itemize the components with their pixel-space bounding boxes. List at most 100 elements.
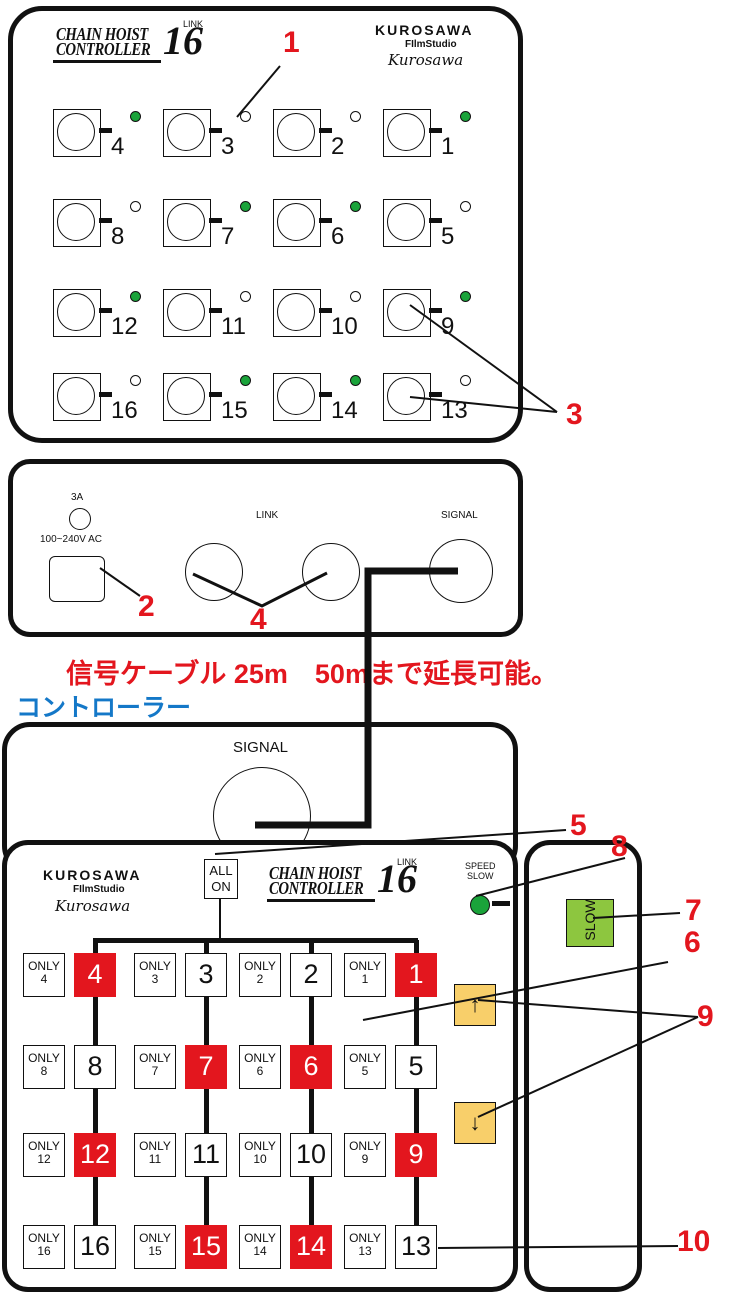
hoist-button-6[interactable] (273, 199, 321, 247)
all-on-line2: ON (211, 879, 231, 894)
callout-5: 5 (570, 809, 587, 842)
hoist-button-7[interactable] (383, 199, 431, 247)
hoist-button-0[interactable] (53, 109, 101, 157)
hoist-button-15[interactable] (383, 373, 431, 421)
only-word: ONLY (244, 1231, 276, 1245)
channel-button-4[interactable]: 4 (74, 953, 116, 997)
leader-7 (592, 912, 681, 919)
only-number: 8 (40, 1064, 48, 1078)
only-word: ONLY (349, 959, 381, 973)
hoist-channel-number: 16 (111, 397, 138, 424)
channel-button-10[interactable]: 10 (290, 1133, 332, 1177)
hoist-button-14[interactable] (273, 373, 321, 421)
hoist-button-stem (99, 128, 112, 133)
hoist-led-10 (350, 291, 361, 302)
power-inlet (49, 556, 105, 602)
channel-button-9[interactable]: 9 (395, 1133, 437, 1177)
all-on-line1: ALL (209, 863, 233, 878)
only-word: ONLY (139, 1139, 171, 1153)
hoist-button-3[interactable] (383, 109, 431, 157)
hoist-button-9[interactable] (163, 289, 211, 337)
channel-button-2[interactable]: 2 (290, 953, 332, 997)
leader-9a (477, 999, 699, 1018)
cable-length-text: 信号ケーブル 25m 50mまで延長可能。 (66, 659, 558, 689)
channel-button-3[interactable]: 3 (185, 953, 227, 997)
hoist-button-4[interactable] (53, 199, 101, 247)
hoist-led-2 (350, 111, 361, 122)
channel-button-12[interactable]: 12 (74, 1133, 116, 1177)
hoist-led-11 (460, 291, 471, 302)
channel-button-8[interactable]: 8 (74, 1045, 116, 1089)
up-button[interactable]: ↑ (454, 984, 496, 1026)
channel-button-11[interactable]: 11 (185, 1133, 227, 1177)
hoist-button-8[interactable] (53, 289, 101, 337)
hoist-button-12[interactable] (53, 373, 101, 421)
only-word: ONLY (139, 1051, 171, 1065)
leader-2 (99, 567, 141, 597)
all-on-button[interactable]: ALL ON (204, 859, 238, 899)
speed-label-line2: SLOW (467, 871, 494, 881)
only-number: 15 (148, 1244, 162, 1258)
hoist-button-13[interactable] (163, 373, 211, 421)
hoist-button-knob (57, 293, 95, 331)
leader-9b (477, 1016, 699, 1118)
only-word: ONLY (28, 1139, 60, 1153)
callout-10: 10 (677, 1225, 711, 1258)
hoist-button-stem (319, 308, 332, 313)
only-number: 3 (151, 972, 159, 986)
hoist-button-knob (277, 113, 315, 151)
hoist-button-stem (99, 392, 112, 397)
hoist-led-8 (130, 291, 141, 302)
hoist-led-0 (130, 111, 141, 122)
hoist-channel-number: 9 (441, 313, 455, 340)
hoist-led-6 (350, 201, 361, 212)
controller-signal-label: SIGNAL (233, 739, 289, 756)
ctrl-brand-signature: Kurosawa (55, 897, 131, 915)
channel-button-7[interactable]: 7 (185, 1045, 227, 1089)
callout-9: 9 (697, 1000, 714, 1033)
fuse-holder (69, 508, 91, 530)
channel-button-16[interactable]: 16 (74, 1225, 116, 1269)
hoist-logo-line1: CHAIN HOIST (56, 24, 148, 44)
hoist-rear-panel: 3A 100~240V AC LINK SIGNAL (8, 459, 523, 637)
only-word: ONLY (139, 959, 171, 973)
ctrl-logo-line2: CONTROLLER (269, 878, 364, 898)
channel-button-1[interactable]: 1 (395, 953, 437, 997)
hoist-button-stem (209, 392, 222, 397)
hoist-button-11[interactable] (383, 289, 431, 337)
hoist-button-10[interactable] (273, 289, 321, 337)
channel-button-15[interactable]: 15 (185, 1225, 227, 1269)
channel-button-14[interactable]: 14 (290, 1225, 332, 1269)
hoist-button-stem (429, 308, 442, 313)
channel-button-5[interactable]: 5 (395, 1045, 437, 1089)
leader-5 (214, 829, 567, 855)
hoist-button-stem (319, 128, 332, 133)
hoist-button-knob (387, 113, 425, 151)
hoist-button-2[interactable] (273, 109, 321, 157)
down-button[interactable]: ↓ (454, 1102, 496, 1144)
power-label: 100~240V AC (40, 534, 102, 545)
hoist-button-1[interactable] (163, 109, 211, 157)
channel-button-13[interactable]: 13 (395, 1225, 437, 1269)
hoist-led-7 (460, 201, 471, 212)
channel-button-6[interactable]: 6 (290, 1045, 332, 1089)
slow-button[interactable]: SLOW (566, 899, 614, 947)
hoist-button-5[interactable] (163, 199, 211, 247)
link-port-2 (302, 543, 360, 601)
